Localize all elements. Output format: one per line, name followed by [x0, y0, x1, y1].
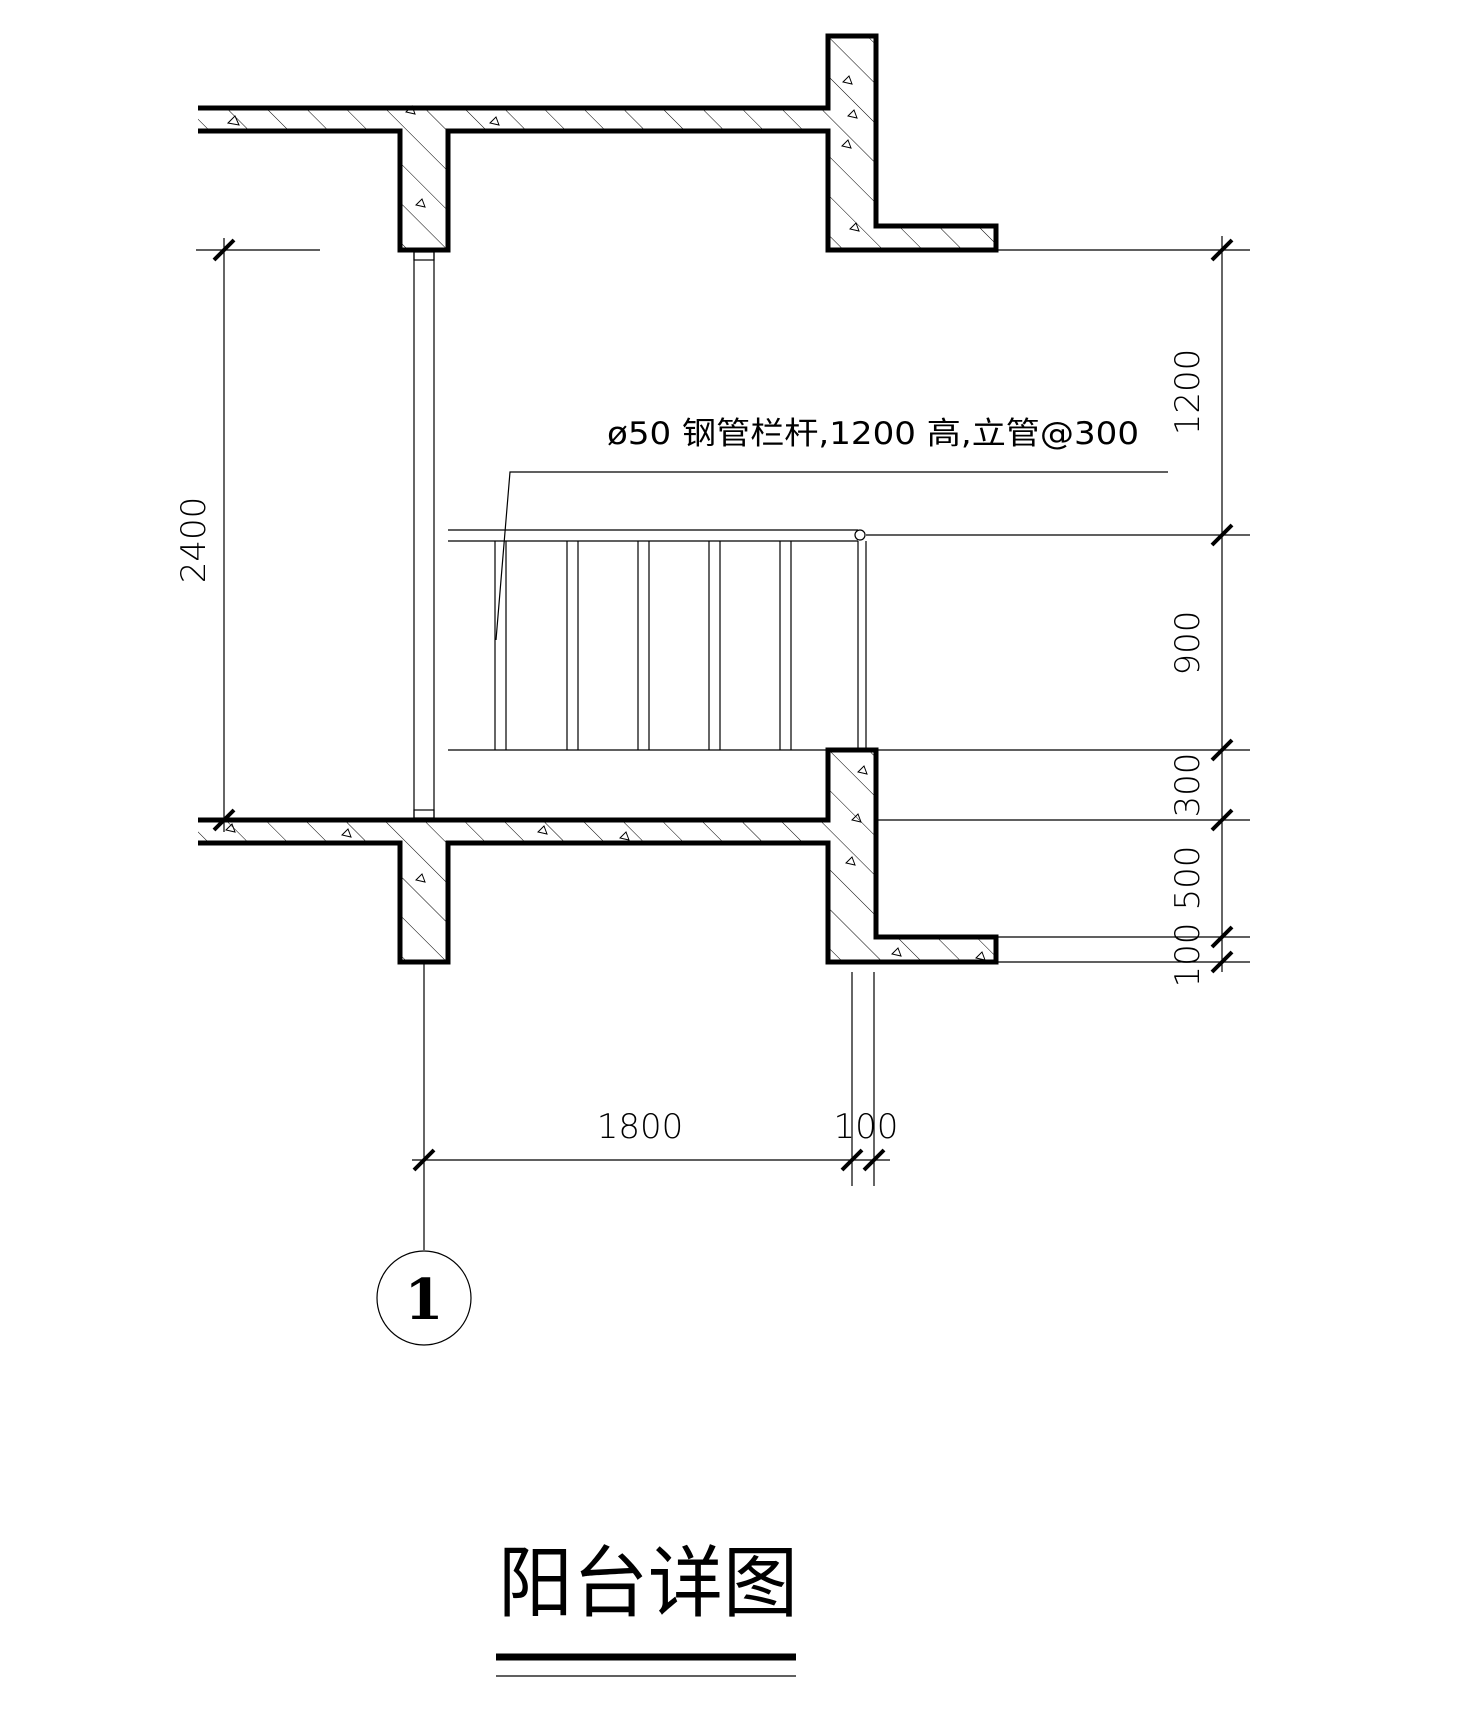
dim-bottom-span: 1800: [597, 1107, 684, 1147]
window-frame: [413, 251, 435, 819]
steel-pipe-railing: [448, 529, 867, 751]
dim-right-rail: 900: [1168, 611, 1208, 676]
upper-slab-and-columns: [198, 33, 999, 253]
dim-bottom-wall: 100: [834, 1107, 899, 1147]
dim-right-slab: 100: [1168, 923, 1208, 988]
bottom-dimension: 1800 100: [412, 962, 898, 1250]
railing-note-text: ø50 钢管栏杆,1200 高,立管@300: [607, 416, 1139, 452]
drawing-title: 阳台详图: [496, 1539, 798, 1677]
dim-right-beam: 500: [1168, 846, 1208, 911]
dim-right-top: 1200: [1168, 349, 1208, 436]
title-text: 阳台详图: [498, 1539, 798, 1629]
axis-bubble: 1: [376, 1250, 472, 1346]
axis-label: 1: [405, 1267, 444, 1333]
railing-posts: [494, 541, 792, 750]
dim-right-curb: 300: [1168, 753, 1208, 818]
right-dimension-chain: 1200 900 300 500 100: [866, 236, 1250, 987]
railing-note: ø50 钢管栏杆,1200 高,立管@300: [495, 416, 1168, 641]
lower-slab-and-columns: [198, 747, 999, 965]
left-dimension: 2400: [174, 238, 320, 832]
dim-left-height: 2400: [174, 497, 214, 584]
